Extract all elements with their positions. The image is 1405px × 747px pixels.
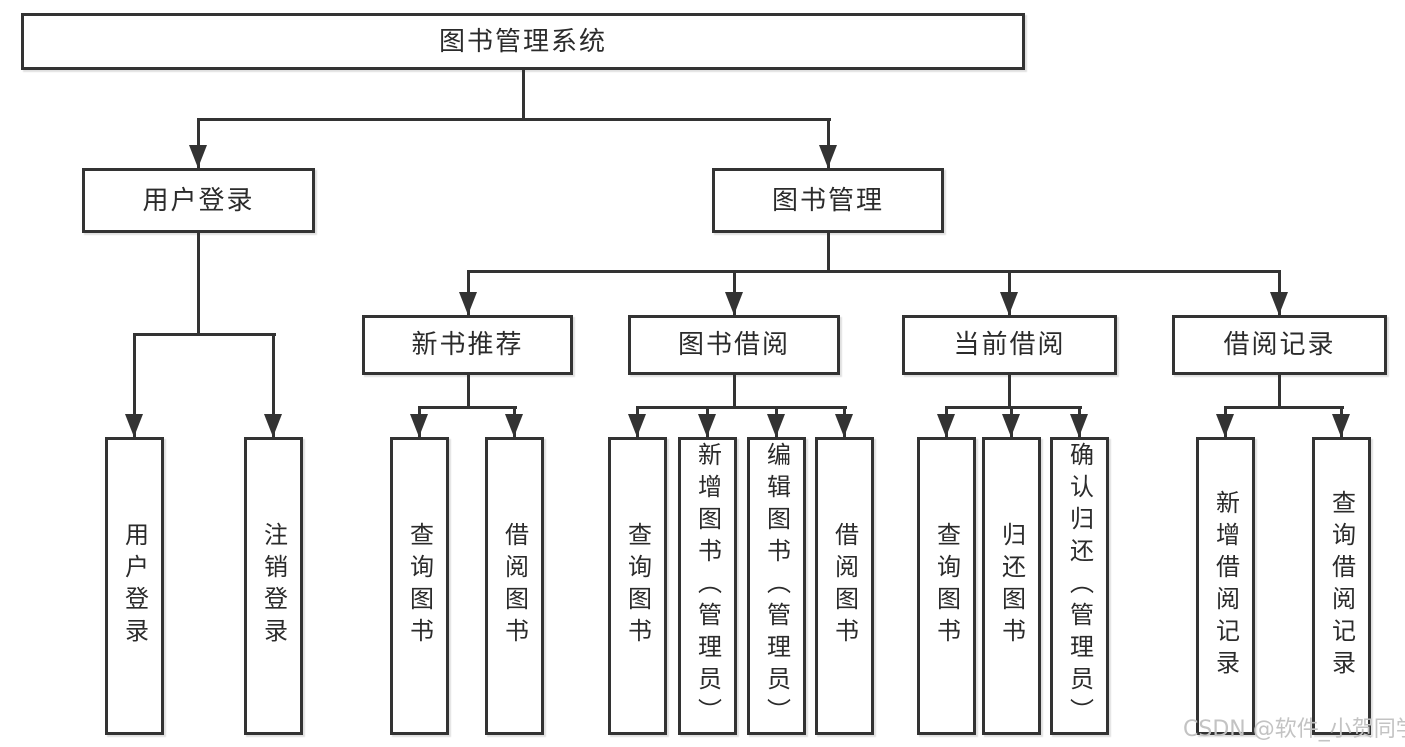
arrowhead-down	[1270, 292, 1288, 315]
arrowhead-down	[698, 414, 716, 437]
leaf-label: 查询借阅记录	[1327, 490, 1356, 682]
arrowhead-down	[819, 145, 837, 168]
leaf-label: 新增借阅记录	[1211, 490, 1240, 682]
connector-line	[827, 118, 830, 168]
connector-line	[197, 233, 200, 336]
leaf-label: 查询图书	[623, 522, 652, 650]
arrowhead-down	[937, 414, 955, 437]
arrowhead-down	[1000, 292, 1018, 315]
leaf-query-borrow-record: 查询借阅记录	[1312, 437, 1371, 735]
node-new-book-recommend: 新书推荐	[362, 315, 573, 375]
leaf-label: 借阅图书	[500, 522, 529, 650]
leaf-label: 查询图书	[405, 522, 434, 650]
leaf-label: 用户登录	[120, 522, 149, 650]
leaf-user-login: 用户登录	[105, 437, 164, 735]
leaf-label: 编辑图书（管理员）	[762, 442, 791, 730]
arrowhead-down	[264, 414, 282, 437]
node-borrowing-records: 借阅记录	[1172, 315, 1387, 375]
leaf-confirm-return-admin: 确认归还（管理员）	[1050, 437, 1109, 735]
connector-line	[636, 406, 847, 409]
connector-line	[827, 233, 830, 273]
arrowhead-down	[725, 292, 743, 315]
connector-line	[133, 333, 276, 336]
leaf-borrow-books-recommend: 借阅图书	[485, 437, 544, 735]
connector-line	[733, 375, 736, 409]
leaf-return-books: 归还图书	[982, 437, 1041, 735]
node-current-borrowing: 当前借阅	[902, 315, 1117, 375]
connector-line	[1278, 375, 1281, 409]
connector-line	[133, 333, 136, 437]
leaf-add-books-admin: 新增图书（管理员）	[678, 437, 737, 735]
arrowhead-down	[1216, 414, 1234, 437]
arrowhead-down	[459, 292, 477, 315]
leaf-edit-books-admin: 编辑图书（管理员）	[747, 437, 806, 735]
leaf-query-books-recommend: 查询图书	[390, 437, 449, 735]
connector-line	[945, 406, 1082, 409]
node-book-borrowing: 图书借阅	[628, 315, 840, 375]
leaf-label: 借阅图书	[830, 522, 859, 650]
leaf-borrow-books: 借阅图书	[815, 437, 874, 735]
connector-line	[197, 118, 831, 121]
connector-line	[467, 270, 1281, 273]
connector-line	[1224, 406, 1344, 409]
connector-line	[467, 375, 470, 409]
node-root-library-system: 图书管理系统	[21, 13, 1025, 70]
arrowhead-down	[628, 414, 646, 437]
leaf-query-books-borrowing: 查询图书	[608, 437, 667, 735]
arrowhead-down	[1332, 414, 1350, 437]
connector-line	[522, 68, 525, 120]
arrowhead-down	[189, 145, 207, 168]
leaf-add-borrow-record: 新增借阅记录	[1196, 437, 1255, 735]
arrowhead-down	[505, 414, 523, 437]
connector-line	[418, 406, 517, 409]
node-user-login: 用户登录	[82, 168, 315, 233]
leaf-logout: 注销登录	[244, 437, 303, 735]
arrowhead-down	[767, 414, 785, 437]
connector-line	[272, 333, 275, 437]
leaf-label: 查询图书	[932, 522, 961, 650]
leaf-label: 确认归还（管理员）	[1065, 442, 1094, 730]
leaf-label: 归还图书	[997, 522, 1026, 650]
leaf-label: 新增图书（管理员）	[693, 442, 722, 730]
arrowhead-down	[1002, 414, 1020, 437]
csdn-watermark: CSDN @软件_小贺同学	[1183, 717, 1405, 742]
arrowhead-down	[1070, 414, 1088, 437]
leaf-query-books-current: 查询图书	[917, 437, 976, 735]
connector-line	[1008, 375, 1011, 409]
connector-line	[197, 118, 200, 168]
node-book-management: 图书管理	[712, 168, 944, 233]
arrowhead-down	[125, 414, 143, 437]
leaf-label: 注销登录	[259, 522, 288, 650]
arrowhead-down	[835, 414, 853, 437]
arrowhead-down	[410, 414, 428, 437]
